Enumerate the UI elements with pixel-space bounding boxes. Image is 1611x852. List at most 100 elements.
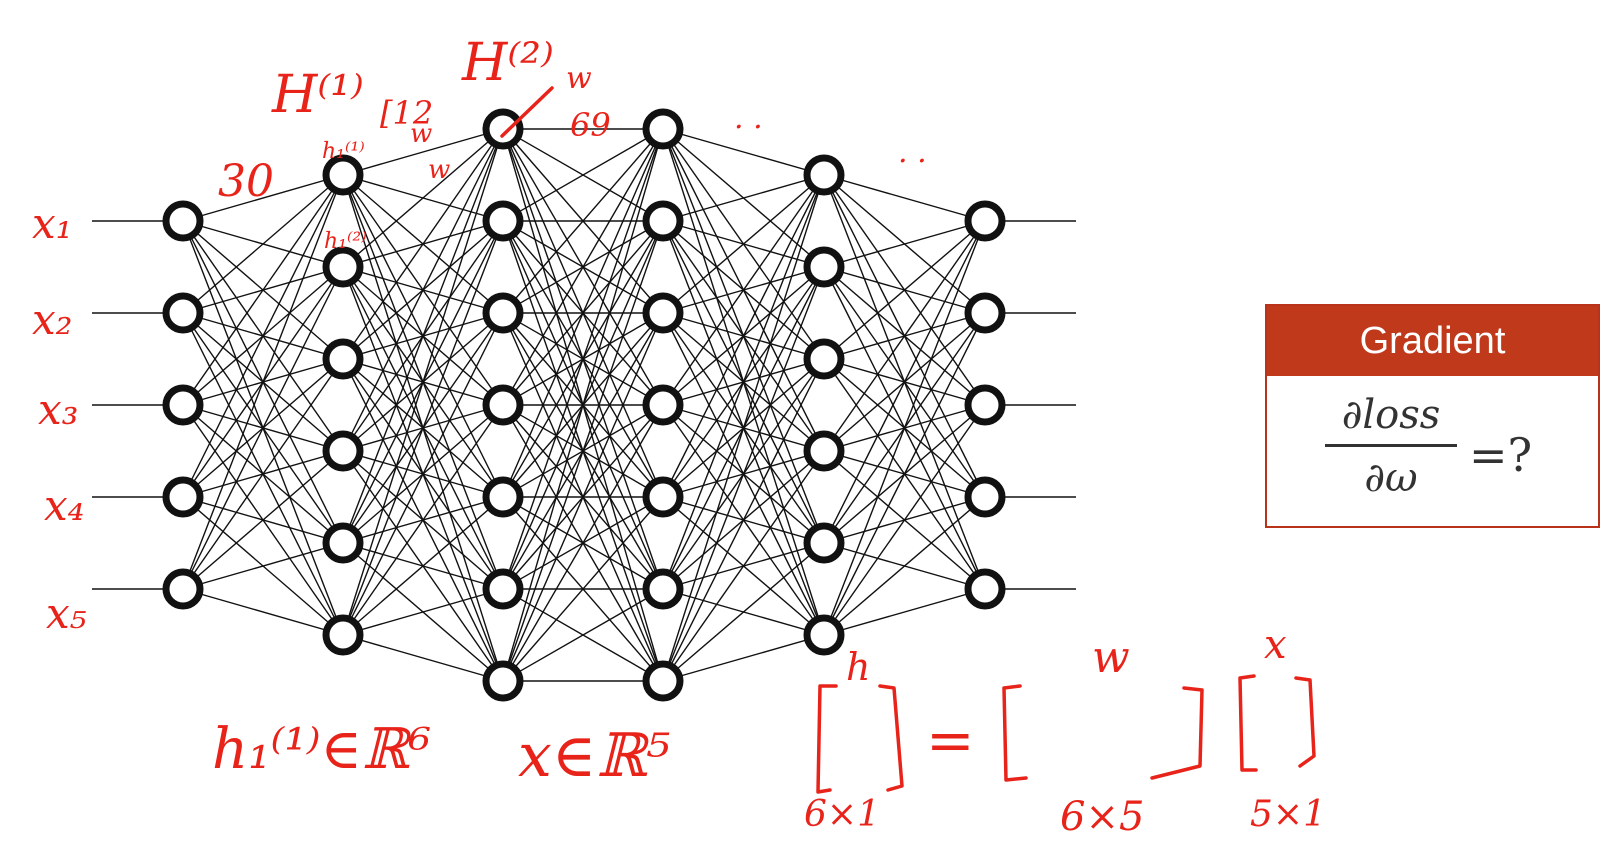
edge-l4-7-6 (662, 634, 825, 682)
edge-l3-4-1 (502, 128, 664, 406)
edge-l3-7-6 (502, 588, 664, 682)
edge-l2-6-1 (342, 128, 504, 636)
edge-l5-2-1 (823, 220, 986, 268)
annotation-index-69: 69 (570, 106, 611, 144)
edge-l5-6-3 (823, 404, 986, 636)
pointer-stroke (500, 86, 554, 138)
edge-l2-2-1 (342, 128, 504, 268)
annotation-30: 30 (218, 156, 274, 207)
node-layer4-5 (642, 476, 684, 518)
edge-l5-1-1 (823, 174, 986, 222)
edge-l2-6-5 (342, 496, 504, 636)
annotation-dots-a: . . (734, 101, 763, 136)
layer-label-h1: H⁽¹⁾ (271, 65, 364, 125)
edge-l4-7-3 (662, 358, 825, 682)
node-layer5-5 (803, 522, 845, 564)
edge-l1-4-1 (182, 174, 344, 498)
equation-label-x: x (1264, 622, 1287, 668)
edge-l3-6-1 (502, 128, 664, 590)
edge-l1-5-5 (182, 542, 344, 590)
bracket-w-left (1002, 684, 1028, 782)
edge-l5-4-1 (823, 220, 986, 452)
node-layer1-1 (162, 200, 204, 242)
gradient-numerator: ∂loss (1341, 392, 1441, 438)
dimension-h: 6×1 (804, 794, 880, 835)
input-label-x2: x₂ (32, 295, 73, 344)
node-layer5-6 (803, 614, 845, 656)
edge-l3-7-4 (502, 404, 664, 682)
node-layer1-5 (162, 568, 204, 610)
node-layer3-2 (482, 200, 524, 242)
edge-l1-5-4 (182, 450, 344, 590)
edge-l2-4-1 (342, 128, 504, 452)
edge-l3-7-2 (502, 220, 664, 682)
node-layer1-2 (162, 292, 204, 334)
edge-l5-3-1 (823, 220, 986, 360)
annotation-w-a: w (410, 119, 432, 149)
set-notation-x: x∈ℝ⁵ (518, 721, 670, 791)
edge-l5-6-4 (823, 496, 986, 636)
edge-l4-6-1 (662, 174, 825, 590)
node-layer4-7 (642, 660, 684, 702)
node-layer5-4 (803, 430, 845, 472)
node-layer6-2 (964, 292, 1006, 334)
edge-l1-5-2 (182, 266, 344, 590)
edge-l4-3-1 (662, 174, 825, 314)
edge-l5-6-2 (823, 312, 986, 636)
edge-l2-6-3 (342, 312, 504, 636)
dimension-w: 6×5 (1060, 794, 1144, 840)
node-layer1-3 (162, 384, 204, 426)
dimension-x: 5×1 (1250, 794, 1326, 835)
node-layer3-7 (482, 660, 524, 702)
annotations: x₁ x₂ x₃ x₄ x₅ H⁽¹⁾ H⁽²⁾ 30 h₁⁽¹⁾ h₁⁽²⁾ … (32, 33, 1326, 840)
node-layer4-4 (642, 384, 684, 426)
node-layer5-1 (803, 154, 845, 196)
node-label-h2: h₁⁽²⁾ (324, 229, 367, 254)
input-label-x3: x₃ (38, 385, 79, 434)
network-nodes (162, 108, 1006, 702)
equation-equals: = (926, 706, 975, 774)
edge-l4-2-1 (662, 174, 825, 222)
edge-l5-6-5 (823, 588, 986, 636)
bracket-x-right (1294, 676, 1316, 768)
edge-l5-5-1 (823, 220, 986, 544)
edge-l1-5-3 (182, 358, 344, 590)
edge-l2-6-2 (342, 220, 504, 636)
bracket-x-left (1238, 674, 1258, 772)
annotation-index-12: [12 (380, 94, 433, 132)
edge-l1-2-1 (182, 174, 344, 314)
node-layer2-1 (322, 154, 364, 196)
edge-l3-2-1 (502, 128, 664, 222)
gradient-equals-question: =? (1469, 428, 1533, 482)
edge-l2-5-1 (342, 128, 504, 544)
edge-l2-3-1 (342, 128, 504, 360)
equation-label-w: w (1092, 632, 1130, 683)
edge-l4-5-1 (662, 174, 825, 498)
gradient-box: Gradient ∂loss ∂ω =? (1265, 304, 1600, 528)
node-layer4-6 (642, 568, 684, 610)
input-label-x5: x₅ (46, 589, 87, 638)
annotation-strokes (500, 86, 1316, 794)
layer-label-h2: H⁽²⁾ (461, 33, 554, 93)
node-layer6-5 (964, 568, 1006, 610)
equation-label-h: h (846, 645, 870, 689)
node-layer3-3 (482, 292, 524, 334)
fraction-bar (1325, 444, 1457, 447)
edge-l2-1-1 (342, 128, 504, 176)
node-layer2-4 (322, 430, 364, 472)
node-layer6-4 (964, 476, 1006, 518)
edge-l1-1-1 (182, 174, 344, 222)
node-layer3-6 (482, 568, 524, 610)
annotation-w-b: w (428, 155, 450, 185)
edge-l1-5-1 (182, 174, 344, 590)
node-layer5-2 (803, 246, 845, 288)
node-layer2-5 (322, 522, 364, 564)
edge-l3-5-1 (502, 128, 664, 498)
edge-l3-7-3 (502, 312, 664, 682)
edge-l5-6-1 (823, 220, 986, 636)
edge-l3-7-1 (502, 128, 664, 682)
node-layer2-3 (322, 338, 364, 380)
edge-l2-6-7 (342, 634, 504, 682)
gradient-fraction: ∂loss ∂ω (1325, 392, 1457, 501)
